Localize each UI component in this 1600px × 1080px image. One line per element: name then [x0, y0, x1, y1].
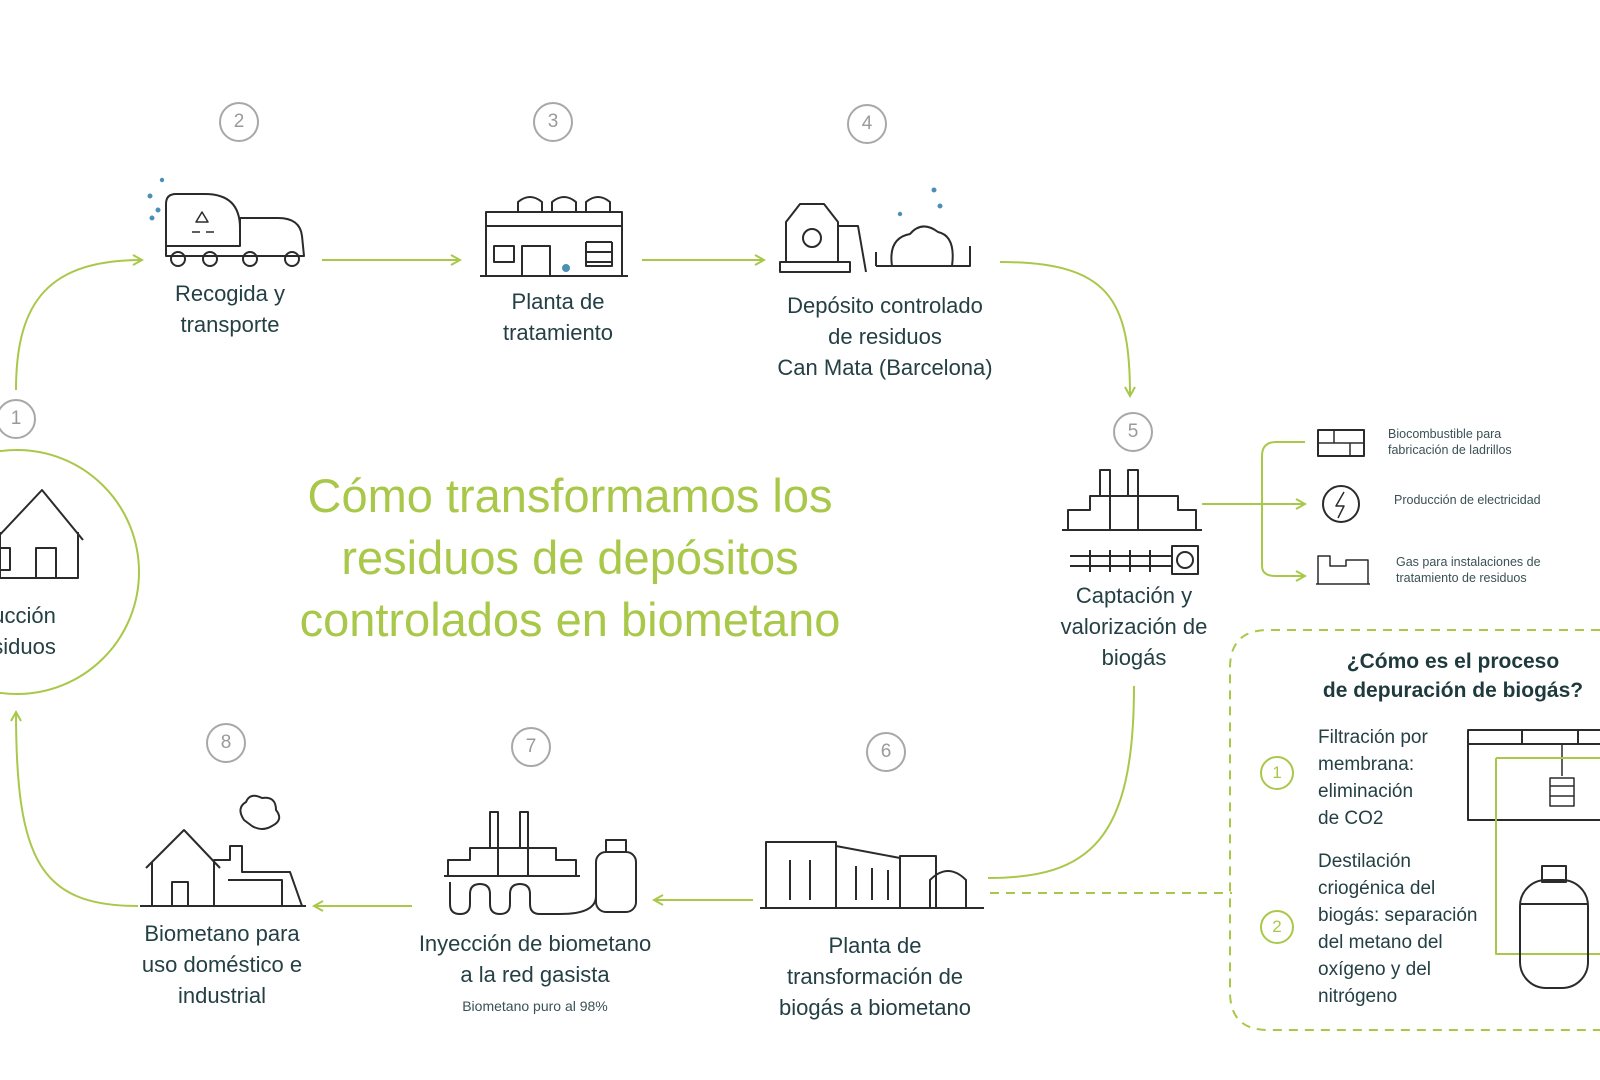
step-2-number: 2: [219, 102, 259, 142]
step-1-label: ducción esiduos: [0, 603, 56, 659]
output-bricks-label: Biocombustible para fabricación de ladri…: [1388, 427, 1512, 457]
step-8-label: Biometano para uso doméstico e industria…: [141, 921, 303, 1008]
step-1-circle: [0, 449, 140, 695]
treatment-plant-icon: [480, 196, 628, 277]
purification-step-2-label: Destilación criogénica del biogás: separ…: [1318, 851, 1478, 1007]
step-6-number: 6: [866, 732, 906, 772]
house-icon: [0, 489, 84, 579]
step-7-label: Inyección de biometano a la red gasista: [418, 931, 652, 987]
step-2-label: Recogida y transporte: [174, 281, 286, 337]
output-electricity-label: Producción de electricidad: [1394, 493, 1541, 507]
arrow-4-to-5: [999, 261, 1130, 396]
step-3-label: Planta de tratamiento: [502, 289, 614, 345]
arrow-5-to-6: [987, 685, 1135, 879]
arrow-8-to-1: [16, 712, 139, 907]
cryogenic-tank-icon: [1519, 865, 1589, 989]
diagram-title: Cómo transformamos los residuos de depós…: [299, 469, 841, 646]
step-7-number: 7: [511, 727, 551, 767]
step-4-label: Depósito controlado de residuos Can Mata…: [777, 293, 993, 380]
step-1-number: 1: [0, 399, 36, 439]
electricity-icon: [1322, 485, 1360, 523]
step-6-label: Planta de transformación de biogás a bio…: [778, 933, 972, 1020]
purification-title: ¿Cómo es el proceso de depuración de bio…: [1322, 650, 1584, 702]
biomethane-plant-icon: [760, 841, 984, 909]
membrane-filter-icon: [1467, 729, 1600, 955]
step-5-number: 5: [1113, 412, 1153, 452]
step-4-number: 4: [847, 104, 887, 144]
output-facility-label: Gas para instalaciones de tratamiento de…: [1396, 555, 1541, 585]
arrow-1-to-2: [15, 260, 142, 391]
flow-arrows: [16, 260, 1305, 906]
facility-icon: [1316, 555, 1370, 585]
step-8-number: 8: [206, 723, 246, 763]
purification-step-1-number: 1: [1260, 756, 1294, 790]
landfill-bulldozer-icon: [779, 187, 971, 273]
biogas-capture-icon: [1062, 469, 1202, 575]
step-3-number: 3: [533, 102, 573, 142]
step-5-label: Captación y valorización de biogás: [1060, 583, 1208, 670]
branch-outputs: [1261, 441, 1305, 576]
garbage-truck-icon: [147, 177, 305, 267]
purification-step-2-number: 2: [1260, 910, 1294, 944]
purification-step-1-label: Filtración por membrana: eliminación de …: [1318, 727, 1428, 829]
step-7-sublabel: Biometano puro al 98%: [462, 998, 608, 1014]
purification-link: [990, 629, 1600, 1031]
house-factory-icon: [140, 794, 306, 907]
gas-grid-injection-icon: [444, 811, 637, 915]
bricks-icon: [1317, 429, 1365, 457]
